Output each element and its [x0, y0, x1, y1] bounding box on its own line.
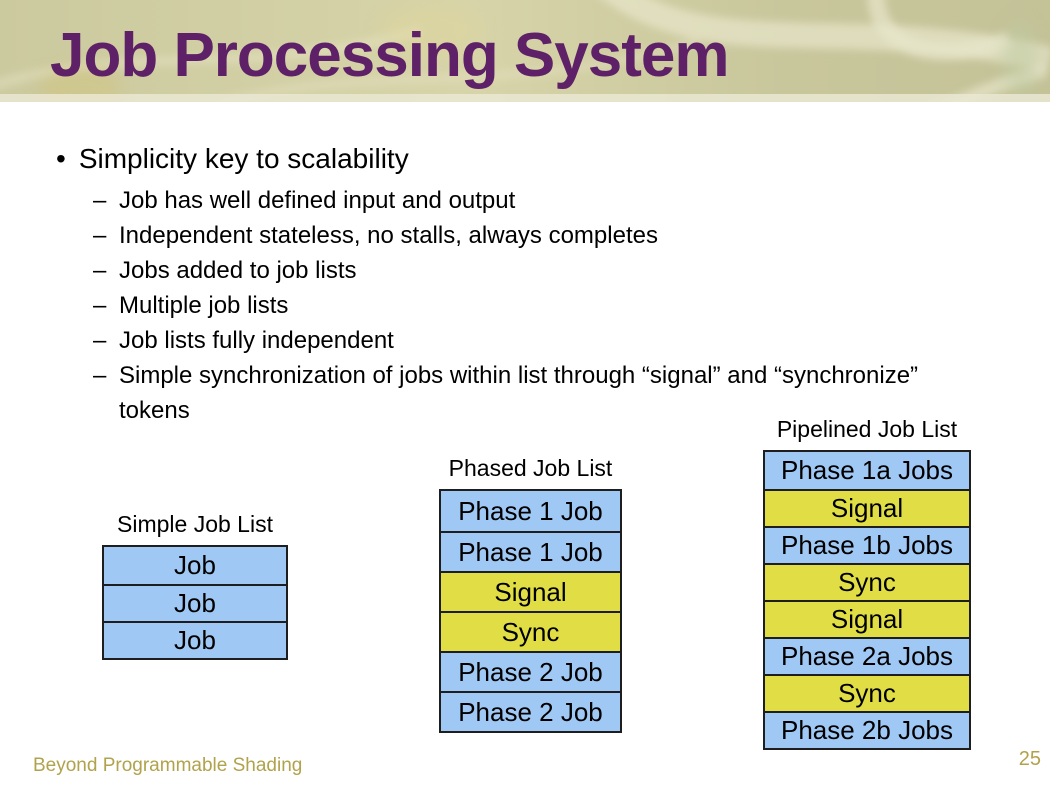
page-title: Job Processing System — [50, 21, 729, 90]
sub-bullet-text: Simple synchronization of jobs within li… — [119, 362, 919, 424]
job-row: Phase 1 Job — [441, 491, 620, 531]
sub-bullet-list: – Job has well defined input and output … — [93, 183, 947, 428]
sub-bullet-text: Jobs added to job lists — [119, 257, 357, 284]
token-row: Signal — [765, 489, 969, 526]
token-row: Sync — [765, 674, 969, 711]
job-row: Job — [104, 547, 286, 584]
sub-bullet: – Multiple job lists — [93, 288, 947, 323]
token-row: Signal — [765, 600, 969, 637]
token-row: Sync — [441, 611, 620, 651]
diagram-title: Simple Job List — [117, 511, 273, 537]
sub-bullet-text: Job lists fully independent — [119, 327, 394, 354]
sub-bullet: – Jobs added to job lists — [93, 253, 947, 288]
job-list-box: Phase 1a Jobs Signal Phase 1b Jobs Sync … — [763, 450, 971, 750]
job-list-box: Phase 1 Job Phase 1 Job Signal Sync Phas… — [439, 489, 622, 733]
sub-bullet: – Job lists fully independent — [93, 323, 947, 358]
job-row: Phase 2a Jobs — [765, 637, 969, 674]
bullet-main: • Simplicity key to scalability — [56, 142, 409, 176]
job-row: Job — [104, 621, 286, 658]
sub-bullet-text: Multiple job lists — [119, 292, 289, 319]
job-row: Job — [104, 584, 286, 621]
page-number: 25 — [1018, 748, 1041, 770]
diagram-phased-job-list: Phased Job List Phase 1 Job Phase 1 Job … — [439, 455, 622, 733]
title-banner — [0, 0, 1050, 102]
diagram-title: Pipelined Job List — [776, 416, 958, 442]
job-row: Phase 2 Job — [441, 691, 620, 731]
diagram-simple-job-list: Simple Job List Job Job Job — [102, 511, 288, 660]
job-row: Phase 2 Job — [441, 651, 620, 691]
job-row: Phase 1a Jobs — [765, 452, 969, 489]
dash-marker: – — [93, 187, 107, 214]
job-row: Phase 1 Job — [441, 531, 620, 571]
sub-bullet-text: Independent stateless, no stalls, always… — [119, 222, 658, 249]
dash-marker: – — [93, 292, 107, 319]
bullet-main-text: Simplicity key to scalability — [78, 143, 409, 174]
sub-bullet: – Simple synchronization of jobs within … — [93, 358, 947, 428]
banner-texture — [0, 0, 1050, 102]
sub-bullet-text: Job has well defined input and output — [119, 187, 516, 214]
sub-bullet: – Job has well defined input and output — [93, 183, 947, 218]
dash-marker: – — [93, 362, 107, 389]
sub-bullet: – Independent stateless, no stalls, alwa… — [93, 218, 947, 253]
dash-marker: – — [93, 257, 107, 284]
dash-marker: – — [93, 222, 107, 249]
diagram-pipelined-job-list: Pipelined Job List Phase 1a Jobs Signal … — [763, 416, 971, 750]
job-list-box: Job Job Job — [102, 545, 288, 660]
footer-text: Beyond Programmable Shading — [33, 755, 303, 776]
bullet-marker: • — [56, 143, 66, 174]
dash-marker: – — [93, 327, 107, 354]
job-row: Phase 1b Jobs — [765, 526, 969, 563]
token-row: Signal — [441, 571, 620, 611]
job-row: Phase 2b Jobs — [765, 711, 969, 748]
diagram-title: Phased Job List — [448, 455, 613, 481]
token-row: Sync — [765, 563, 969, 600]
